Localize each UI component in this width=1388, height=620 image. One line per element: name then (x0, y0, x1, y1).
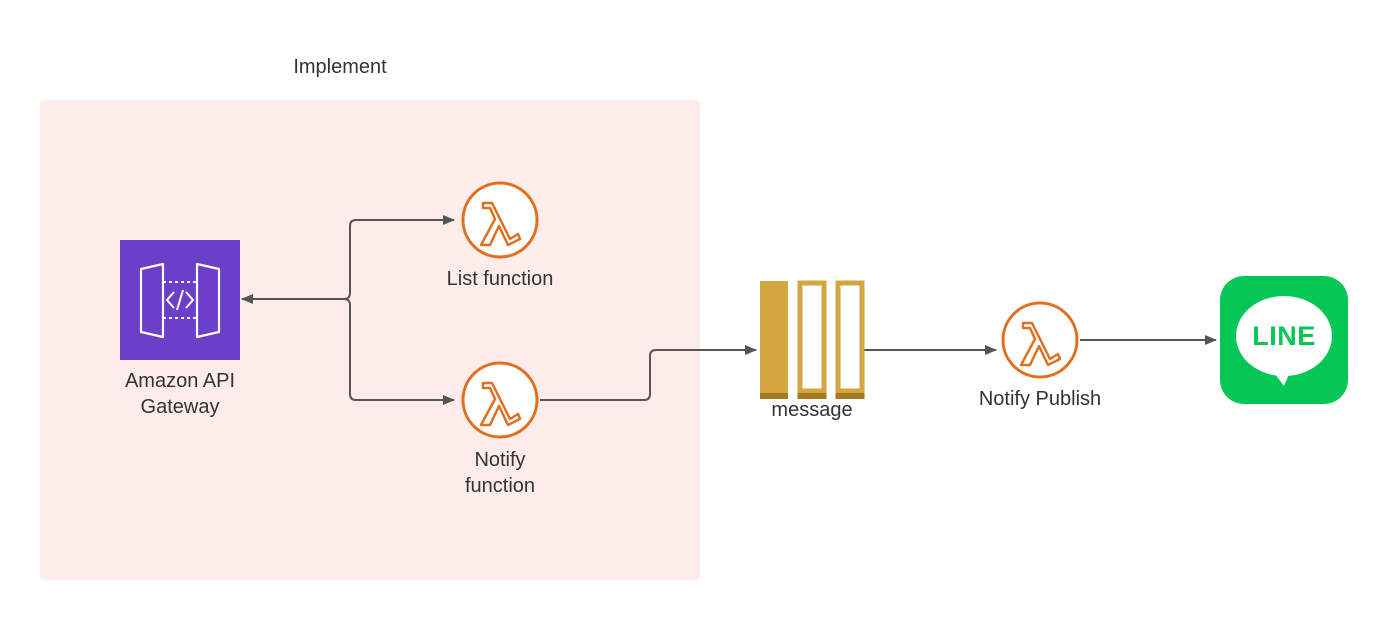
group-title: Implement (293, 56, 387, 78)
api-gateway-icon (120, 240, 240, 360)
list-function-label: List function (446, 268, 554, 290)
sqs-queue-icon (760, 280, 865, 399)
notify-publish-label: Notify Publish (978, 388, 1102, 410)
connector-gateway-to-notify (343, 298, 455, 405)
line-logo-text: LINE (1252, 321, 1316, 351)
message-queue-label: message (771, 399, 853, 421)
line-logo-icon (1220, 276, 1348, 404)
list-function-lambda-icon (461, 181, 539, 259)
notify-publish-lambda-icon (1001, 301, 1079, 379)
api-gateway-label: Amazon API Gateway (124, 370, 236, 418)
notify-function-lambda-icon (461, 361, 539, 439)
connector-notify-to-queue (540, 345, 757, 401)
notify-function-label: Notify function (464, 449, 536, 497)
